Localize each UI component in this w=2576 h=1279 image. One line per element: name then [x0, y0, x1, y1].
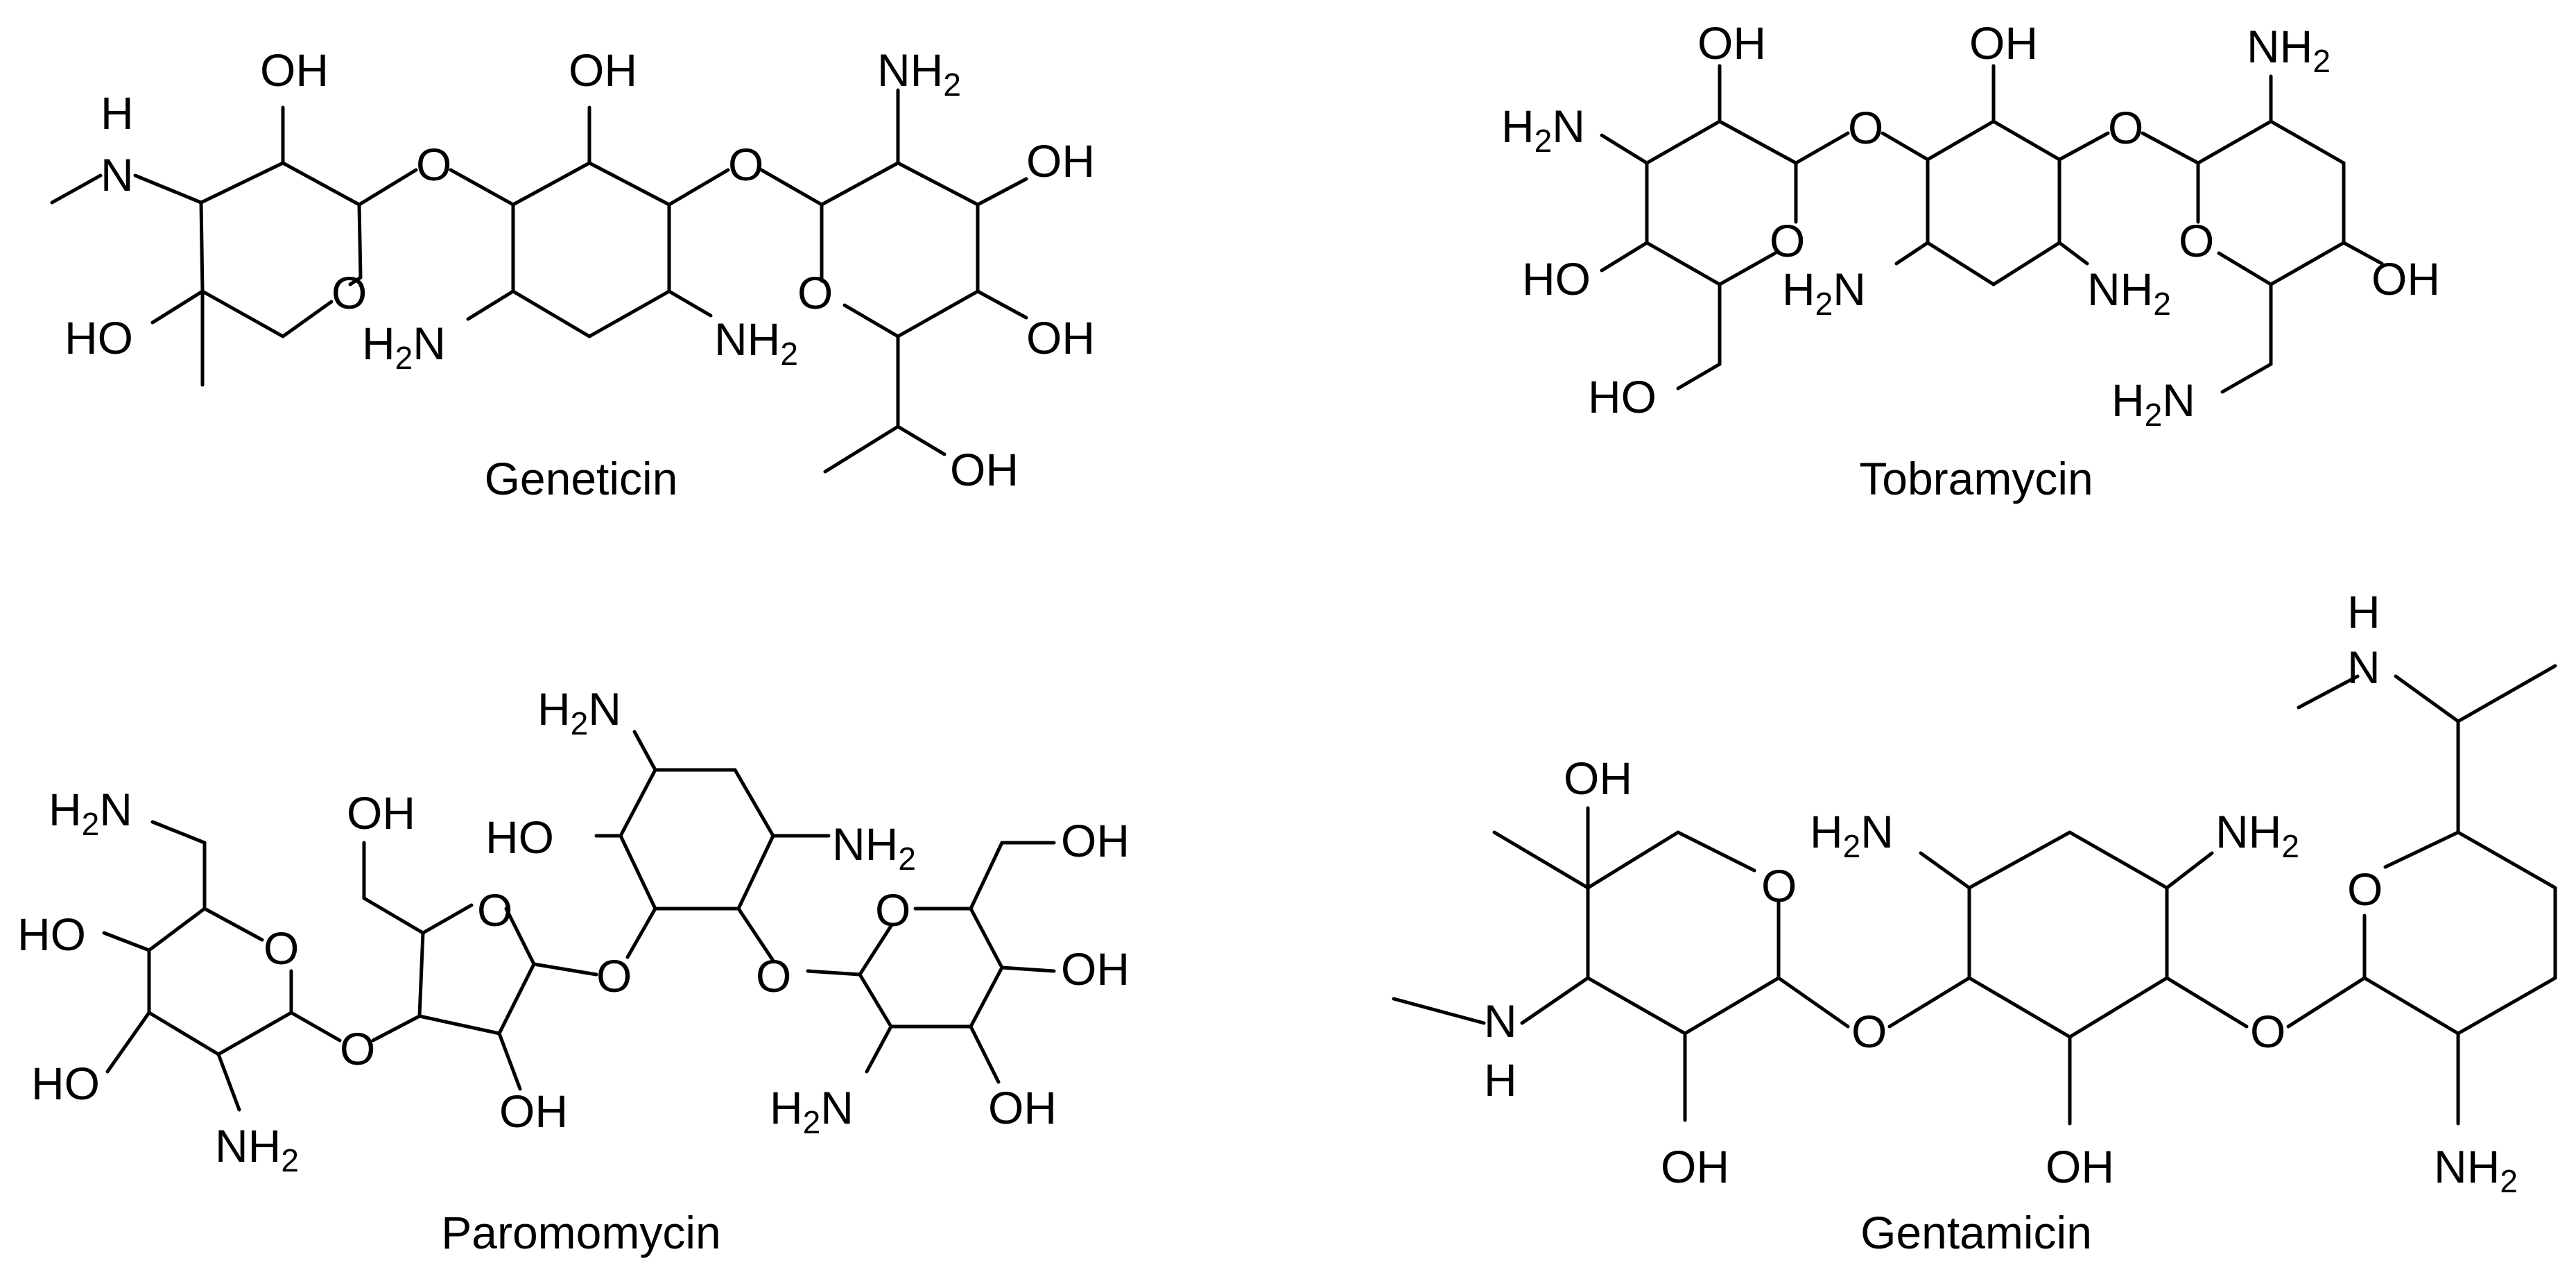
gentamicin-nh-h-2: H [2347, 586, 2380, 637]
geneticin-nh-h: H [101, 87, 134, 139]
paromomycin-ho-3: HO [485, 812, 554, 863]
geneticin-caption: Geneticin [485, 453, 678, 504]
geneticin-structure: H N OH HO O O OH H2N NH2 O NH2 OH OH O O… [50, 44, 1095, 504]
tobramycin-caption: Tobramycin [1859, 453, 2093, 504]
geneticin-oh-4: OH [1026, 312, 1095, 363]
paromomycin-oh-4: OH [1061, 943, 1130, 995]
geneticin-oh-5: OH [950, 444, 1019, 495]
paromomycin-link-o-1: O [340, 1023, 375, 1074]
paromomycin-h2n-1: H2N [49, 784, 132, 842]
tobramycin-atom-labels: OH H2N HO O HO O OH H2N NH2 O NH2 O OH H… [1501, 17, 2440, 433]
paromomycin-oh-5: OH [988, 1082, 1057, 1133]
paromomycin-oh-1: OH [347, 787, 415, 839]
geneticin-nh2-1: NH2 [714, 314, 798, 372]
tobramycin-nh2-1: NH2 [2087, 264, 2171, 322]
tobramycin-ho-1: HO [1522, 253, 1591, 304]
geneticin-oh-1: OH [260, 44, 329, 96]
gentamicin-ring-o-1: O [1761, 860, 1797, 911]
gentamicin-oh-3: OH [2046, 1141, 2114, 1192]
paromomycin-oh-3: OH [1061, 815, 1130, 866]
gentamicin-link-o-1: O [1851, 1006, 1887, 1057]
geneticin-link-o-1: O [416, 139, 451, 190]
gentamicin-bonds [1392, 664, 2557, 1126]
tobramycin-oh-3: OH [2371, 253, 2440, 304]
paromomycin-oh-2: OH [499, 1085, 568, 1137]
geneticin-atom-labels: H N OH HO O O OH H2N NH2 O NH2 OH OH O O… [64, 44, 1095, 495]
gentamicin-caption: Gentamicin [1860, 1207, 2092, 1258]
gentamicin-h2n-1: H2N [1810, 806, 1894, 864]
gentamicin-nh-h: H [1484, 1054, 1517, 1106]
gentamicin-atom-labels: OH O N H OH O H2N NH2 OH O O H N NH2 [1484, 586, 2518, 1199]
paromomycin-link-o-2: O [596, 950, 632, 1002]
tobramycin-bonds [1600, 64, 2384, 394]
geneticin-ring-o-2: O [797, 267, 833, 318]
tobramycin-ho-2: HO [1588, 371, 1657, 422]
gentamicin-oh-1: OH [1564, 753, 1632, 804]
paromomycin-h2n-3: H2N [770, 1082, 854, 1140]
geneticin-link-o-2: O [728, 139, 763, 190]
paromomycin-bonds [102, 730, 1056, 1112]
tobramycin-ring-o-1: O [1770, 215, 1805, 266]
tobramycin-ring-o-2: O [2179, 215, 2214, 266]
geneticin-nh2-2: NH2 [877, 44, 961, 103]
tobramycin-oh-2: OH [1969, 17, 2038, 69]
gentamicin-nh-n: N [1484, 995, 1517, 1047]
geneticin-nh-n: N [101, 149, 134, 200]
tobramycin-nh2-2: NH2 [2247, 21, 2331, 79]
gentamicin-link-o-2: O [2250, 1006, 2285, 1057]
gentamicin-ring-o-2: O [2347, 864, 2383, 915]
paromomycin-ring-o-3: O [875, 884, 910, 936]
paromomycin-atom-labels: H2N HO O HO NH2 O OH O OH O H2N HO NH2 O… [17, 683, 1130, 1178]
tobramycin-oh-1: OH [1697, 17, 1766, 69]
geneticin-ring-o-1: O [331, 267, 367, 318]
gentamicin-structure: OH O N H OH O H2N NH2 OH O O H N NH2 Gen… [1392, 586, 2557, 1258]
paromomycin-ho-2: HO [31, 1058, 100, 1109]
tobramycin-structure: OH H2N HO O HO O OH H2N NH2 O NH2 O OH H… [1501, 17, 2440, 504]
geneticin-oh-2: OH [569, 44, 637, 96]
tobramycin-h2n-1: H2N [1501, 101, 1585, 159]
paromomycin-ring-o-2: O [477, 884, 512, 936]
gentamicin-nh2-2: NH2 [2434, 1141, 2518, 1199]
gentamicin-nh2-1: NH2 [2215, 806, 2299, 864]
paromomycin-nh2-2: NH2 [832, 818, 916, 877]
tobramycin-link-o-1: O [1848, 102, 1883, 153]
tobramycin-h2n-3: H2N [2111, 375, 2195, 433]
geneticin-bonds [50, 88, 1028, 474]
gentamicin-oh-2: OH [1661, 1141, 1729, 1192]
paromomycin-ring-o-1: O [263, 922, 299, 974]
paromomycin-nh2-1: NH2 [215, 1120, 299, 1178]
geneticin-oh-3: OH [1026, 135, 1095, 187]
paromomycin-ho-1: HO [17, 909, 86, 960]
geneticin-ho-1: HO [64, 312, 133, 363]
tobramycin-link-o-2: O [2108, 102, 2143, 153]
paromomycin-structure: H2N HO O HO NH2 O OH O OH O H2N HO NH2 O… [17, 683, 1130, 1258]
paromomycin-h2n-2: H2N [537, 683, 621, 741]
tobramycin-h2n-2: H2N [1782, 264, 1866, 322]
gentamicin-nh-n-2: N [2347, 642, 2380, 693]
geneticin-h2n-1: H2N [362, 318, 446, 376]
paromomycin-link-o-3: O [756, 950, 791, 1002]
paromomycin-caption: Paromomycin [441, 1207, 720, 1258]
